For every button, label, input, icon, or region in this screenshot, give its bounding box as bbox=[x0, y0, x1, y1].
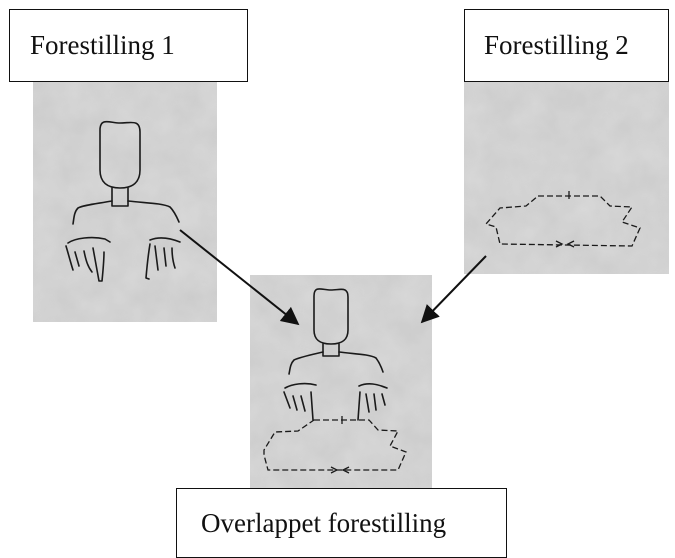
movement-path-overlapped bbox=[263, 419, 407, 471]
signer-figure-overlapped bbox=[283, 288, 388, 421]
path-arrows-2 bbox=[555, 191, 575, 248]
label-overlapped: Overlappet forestilling bbox=[176, 488, 507, 558]
panel-representation-1 bbox=[33, 82, 217, 322]
label-representation-2: Forestilling 2 bbox=[464, 9, 669, 82]
path-arrows-overlapped bbox=[330, 416, 350, 474]
label-representation-1-text: Forestilling 1 bbox=[30, 30, 175, 60]
label-representation-2-text: Forestilling 2 bbox=[484, 30, 629, 60]
arrow-from-representation-1 bbox=[179, 229, 300, 326]
arrow-from-representation-2 bbox=[420, 255, 487, 324]
signer-figure-1 bbox=[65, 120, 181, 282]
panel-representation-2 bbox=[464, 82, 669, 274]
movement-path-2 bbox=[484, 195, 641, 247]
label-representation-1: Forestilling 1 bbox=[9, 9, 248, 82]
panel-overlapped bbox=[250, 275, 432, 488]
label-overlapped-text: Overlappet forestilling bbox=[201, 507, 447, 538]
